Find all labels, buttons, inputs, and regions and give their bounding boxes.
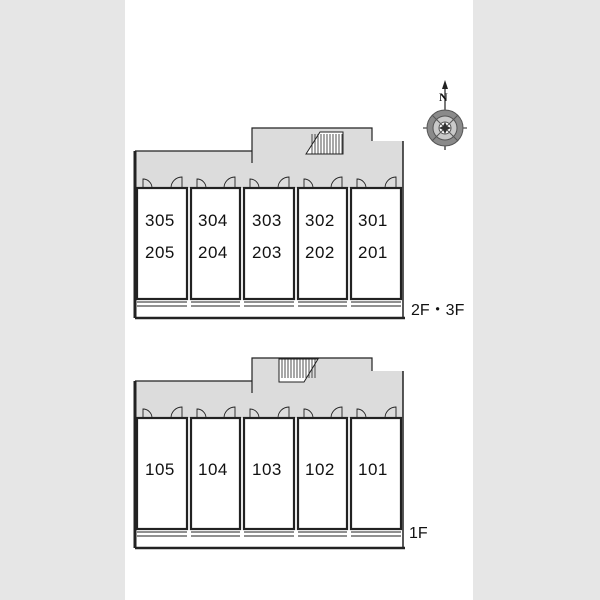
lower-door-1: [223, 406, 236, 419]
upper-door-1: [223, 176, 236, 189]
unit-label-201: 201: [358, 243, 388, 262]
lower-meter-door-4: [356, 408, 367, 419]
unit-label-102: 102: [305, 460, 335, 479]
lower-door-3: [330, 406, 343, 419]
lower-door-2: [277, 406, 290, 419]
lower-meter-door-3: [303, 408, 314, 419]
upper-unit-3: [296, 186, 349, 301]
upper-meter-door-4: [356, 178, 367, 189]
unit-label-105: 105: [145, 460, 175, 479]
lower-door-4: [384, 406, 397, 419]
unit-label-301: 301: [358, 211, 388, 230]
lower-stairs-outline: [278, 358, 319, 383]
upper-meter-door-3: [303, 178, 314, 189]
upper-unit-2: [242, 186, 296, 301]
unit-label-305: 305: [145, 211, 175, 230]
unit-label-303: 303: [252, 211, 282, 230]
lower-corridor: [135, 358, 403, 418]
upper-meter-door-2: [249, 178, 260, 189]
lower-door-0: [170, 406, 183, 419]
upper-door-3: [330, 176, 343, 189]
floor-label-lower: 1F: [409, 525, 428, 542]
upper-door-0: [170, 176, 183, 189]
floor-label-upper: 2F・3F: [411, 302, 465, 319]
compass-graphic: [423, 80, 467, 150]
upper-stair-tower-outline: [251, 127, 373, 163]
lower-stairs: [278, 358, 319, 383]
upper-door-2: [277, 176, 290, 189]
unit-label-104: 104: [198, 460, 228, 479]
unit-label-205: 205: [145, 243, 175, 262]
unit-label-202: 202: [305, 243, 335, 262]
upper-unit-4: [349, 186, 403, 301]
lower-unit-4: [349, 416, 403, 531]
upper-meter-door-0: [142, 178, 153, 189]
upper-door-4: [384, 176, 397, 189]
unit-label-304: 304: [198, 211, 228, 230]
compass-north-label: N: [439, 90, 448, 104]
upper-unit-0: [135, 186, 189, 301]
lower-meter-door-1: [196, 408, 207, 419]
lower-stair-tower-outline: [251, 357, 373, 393]
unit-label-203: 203: [252, 243, 282, 262]
upper-stairs: [305, 131, 344, 155]
unit-label-204: 204: [198, 243, 228, 262]
lower-unit-0: [135, 416, 189, 531]
unit-label-101: 101: [358, 460, 388, 479]
lower-unit-2: [242, 416, 296, 531]
lower-unit-1: [189, 416, 242, 531]
lower-meter-door-0: [142, 408, 153, 419]
upper-meter-door-1: [196, 178, 207, 189]
lower-meter-door-2: [249, 408, 260, 419]
compass-rose-icon: N: [415, 78, 475, 156]
unit-label-103: 103: [252, 460, 282, 479]
unit-label-302: 302: [305, 211, 335, 230]
lower-unit-3: [296, 416, 349, 531]
upper-unit-1: [189, 186, 242, 301]
